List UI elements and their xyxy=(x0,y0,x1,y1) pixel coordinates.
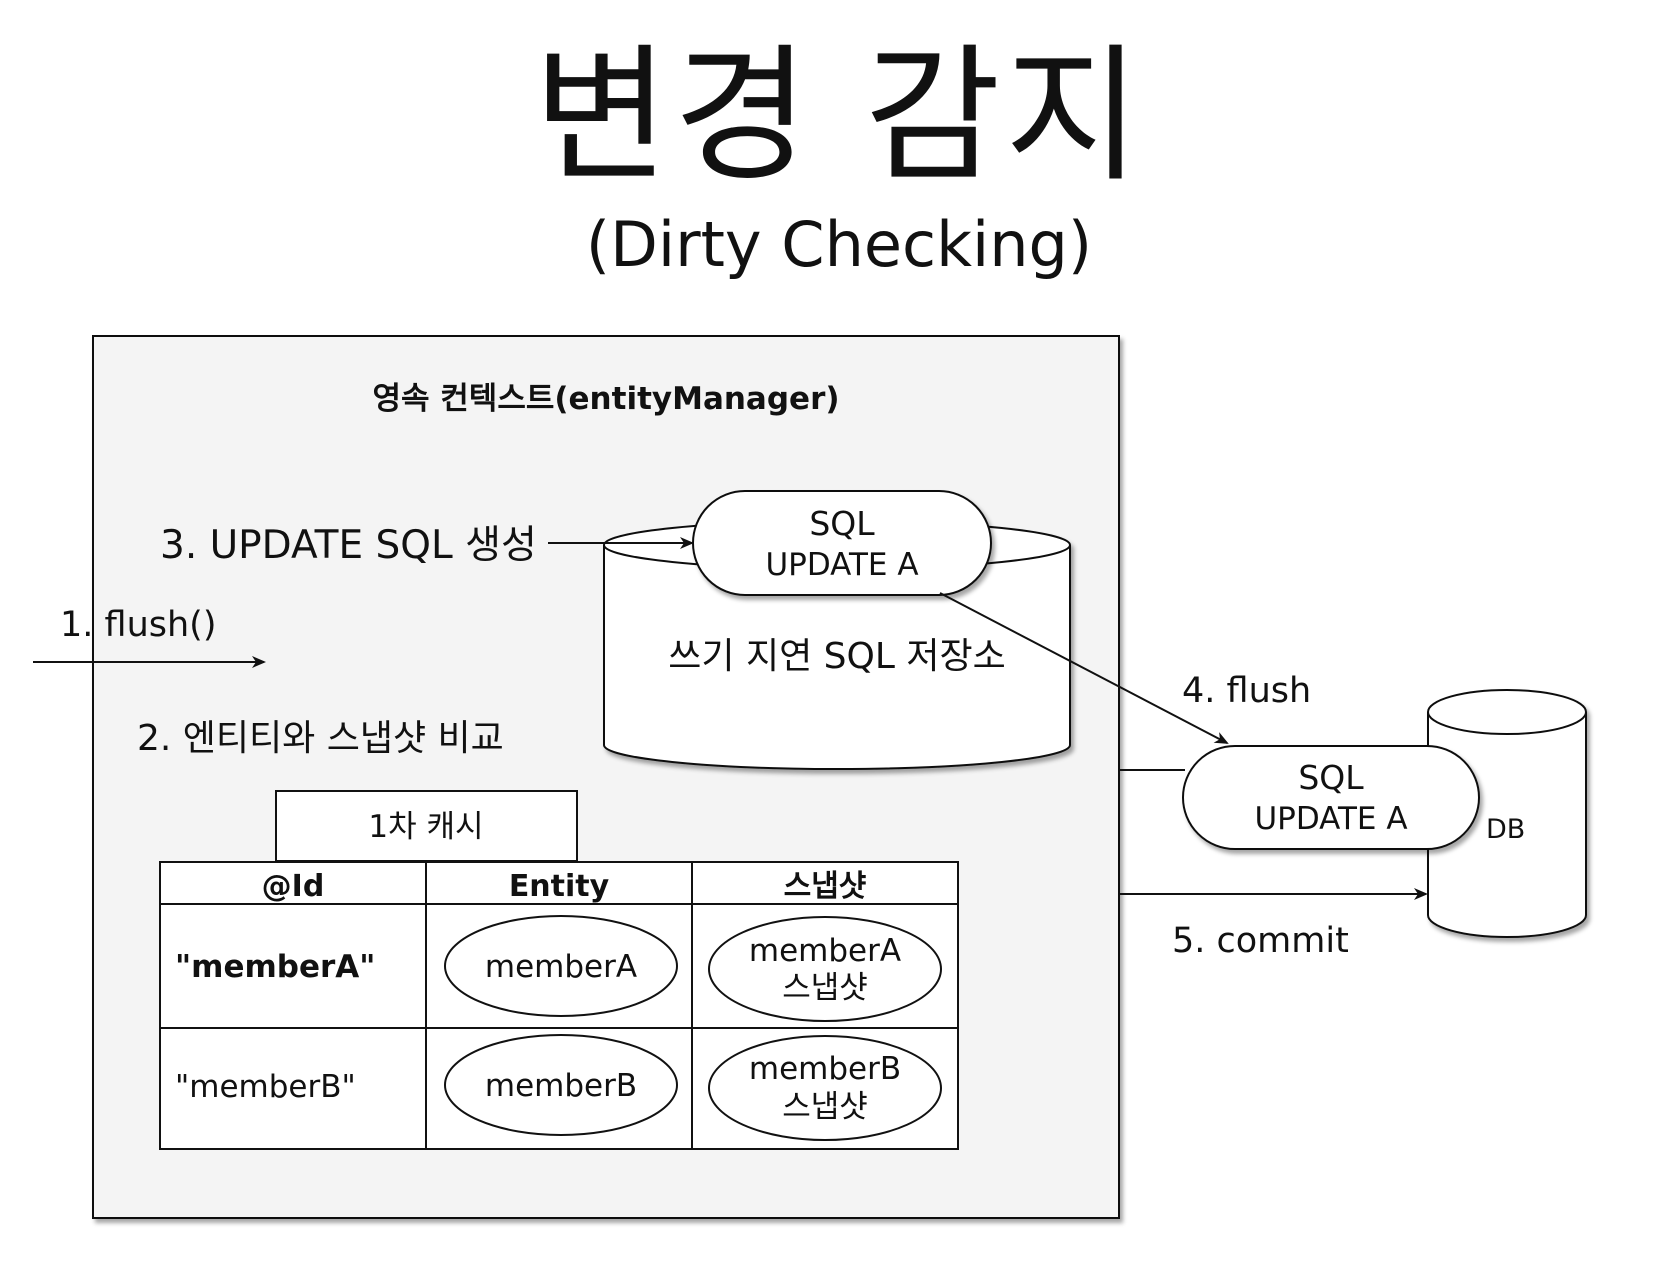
db-sql-pill xyxy=(1182,745,1480,850)
first-level-cache-label: 1차 캐시 xyxy=(368,809,483,845)
db-label: DB xyxy=(1486,814,1525,845)
row-b-snapshot-line1: memberB xyxy=(749,1051,901,1087)
row-a-snapshot-line1: memberA xyxy=(749,933,901,969)
step-commit-label: 5. commit xyxy=(1172,921,1349,961)
row-a-snapshot-line2: 스냅샷 xyxy=(782,970,868,1006)
db-sql-pill-line2: UPDATE A xyxy=(1254,801,1407,837)
page-subtitle: (Dirty Checking) xyxy=(585,208,1093,281)
row-a-snapshot-oval xyxy=(708,916,942,1022)
row-a-id: "memberA" xyxy=(175,949,375,985)
db-sql-pill-line1: SQL xyxy=(1298,758,1364,797)
first-level-cache-tab xyxy=(275,790,578,862)
header-entity: Entity xyxy=(509,869,610,904)
row-b-id: "memberB" xyxy=(175,1069,356,1105)
step-compare-label: 2. 엔티티와 스냅샷 비교 xyxy=(137,718,504,759)
row-a-entity-oval xyxy=(444,915,678,1017)
step-flush-arrow xyxy=(939,592,1229,744)
row-b-entity: memberB xyxy=(485,1068,637,1104)
page-title: 변경 감지 xyxy=(533,30,1145,202)
step-flush-label: 4. flush xyxy=(1182,671,1311,711)
step-flush-call-label: 1. flush() xyxy=(60,605,216,645)
row-b-entity-oval xyxy=(444,1034,678,1136)
sql-store-pill-line2: UPDATE A xyxy=(765,547,918,583)
step-generate-label: 3. UPDATE SQL 생성 xyxy=(160,523,537,568)
persistence-context-label: 영속 컨텍스트(entityManager) xyxy=(372,381,839,417)
sql-store-label: 쓰기 지연 SQL 저장소 xyxy=(668,636,1005,677)
row-b-snapshot-line2: 스냅샷 xyxy=(782,1089,868,1125)
sql-store-pill-line1: SQL xyxy=(809,504,875,543)
header-snapshot: 스냅샷 xyxy=(784,869,867,904)
row-b-snapshot-oval xyxy=(708,1035,942,1141)
row-a-entity: memberA xyxy=(485,949,637,985)
header-id: @Id xyxy=(262,869,325,904)
